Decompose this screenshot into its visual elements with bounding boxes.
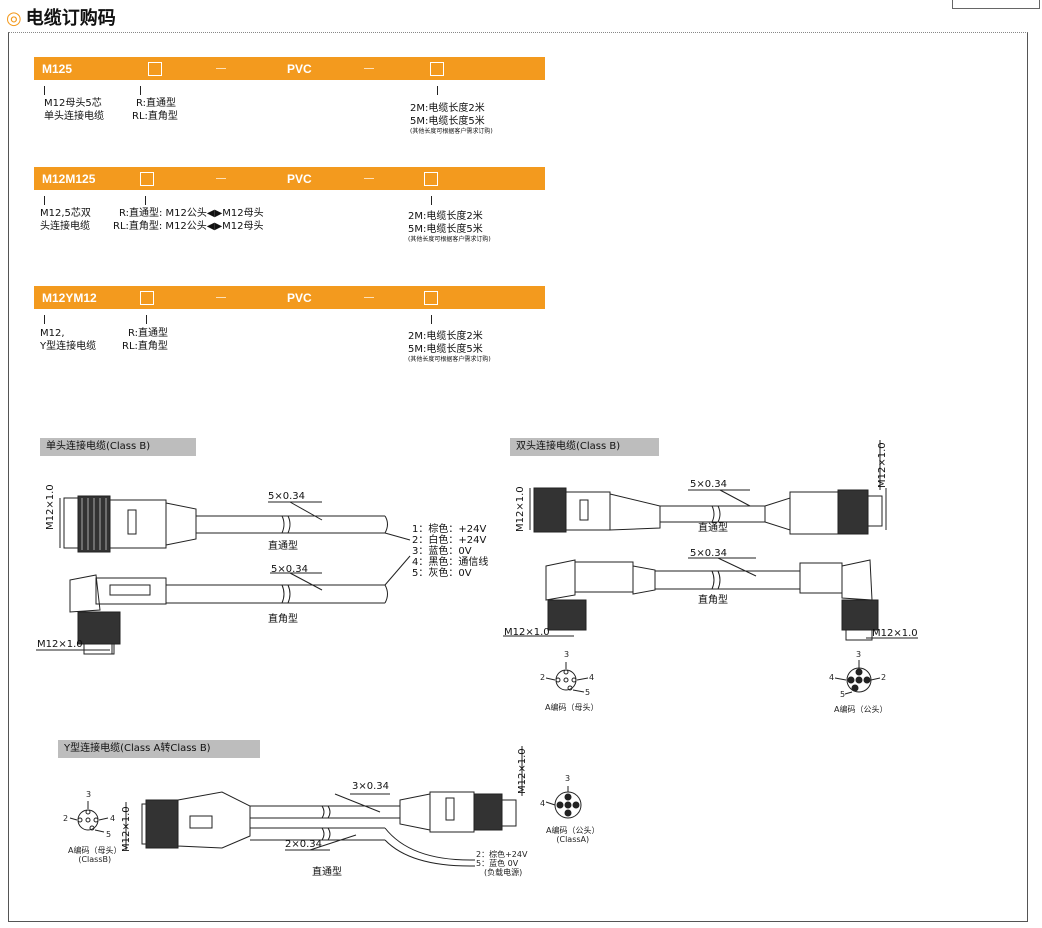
option-box (424, 172, 438, 186)
pvc-label: PVC (287, 62, 312, 76)
order-code-bar-3: M12YM12 PVC (34, 286, 545, 309)
section-label-double: 双头连接电缆(Class B) (510, 438, 659, 456)
order-code-bar-2: M12M125 PVC (34, 167, 545, 190)
cable-spec: 2×0.34 (285, 839, 323, 850)
thread-label: M12×1.0 (37, 639, 83, 650)
option-box (148, 62, 162, 76)
straight-label: 直通型 (698, 523, 728, 534)
thread-label: M12×1.0 (515, 486, 526, 532)
section-label-y: Y型连接电缆(Class A转Class B) (58, 740, 260, 758)
separator (364, 68, 374, 69)
corner-box (952, 0, 1040, 9)
page-title: ◎电缆订购码 (6, 4, 116, 30)
page-title-text: 电缆订购码 (25, 8, 116, 29)
y-pin-male-caption: A编码（公头）(ClassA) (546, 826, 600, 844)
pvc-label: PVC (287, 291, 312, 305)
separator (216, 297, 226, 298)
code-label: M125 (42, 62, 73, 76)
thread-label: M12×1.0 (517, 748, 528, 794)
pvc-label: PVC (287, 172, 312, 186)
cable-spec: 5×0.34 (271, 564, 309, 575)
thread-label: M12×1.0 (504, 627, 550, 638)
straight-label: 直通型 (312, 867, 342, 878)
cable-spec: 5×0.34 (268, 491, 306, 502)
circle-icon: ◎ (6, 8, 22, 29)
code-label: M12M125 (42, 172, 96, 186)
thread-label: M12×1.0 (877, 442, 888, 488)
section-label-single: 单头连接电缆(Class B) (40, 438, 196, 456)
thread-label: M12×1.0 (872, 628, 918, 639)
order-code-bar-1: M125 PVC (34, 57, 545, 80)
separator (216, 178, 226, 179)
code-label: M12YM12 (42, 291, 97, 305)
pin-caption-male: A编码（公头） (834, 705, 888, 714)
option-box (430, 62, 444, 76)
option-box (424, 291, 438, 305)
pin-caption-female: A编码（母头） (545, 703, 599, 712)
thread-label: M12×1.0 (121, 806, 132, 852)
separator (364, 297, 374, 298)
cable-spec: 5×0.34 (690, 548, 728, 559)
separator (216, 68, 226, 69)
separator (364, 178, 374, 179)
option-box (140, 172, 154, 186)
thread-label: M12×1.0 (45, 484, 56, 530)
content-frame (8, 32, 1028, 922)
row-left-2: M12,5芯双头连接电缆 (40, 208, 91, 232)
cable-spec: 5×0.34 (690, 479, 728, 490)
cable-spec: 3×0.34 (352, 781, 390, 792)
option-box (140, 291, 154, 305)
row-left-3: M12,Y型连接电缆 (40, 328, 97, 352)
straight-label: 直通型 (268, 541, 298, 552)
row-left-1: M12母头5芯单头连接电缆 (44, 98, 104, 122)
angle-label: 直角型 (698, 595, 728, 606)
angle-label: 直角型 (268, 614, 298, 625)
y-pin-female-caption: A编码（母头）(ClassB) (68, 846, 122, 864)
